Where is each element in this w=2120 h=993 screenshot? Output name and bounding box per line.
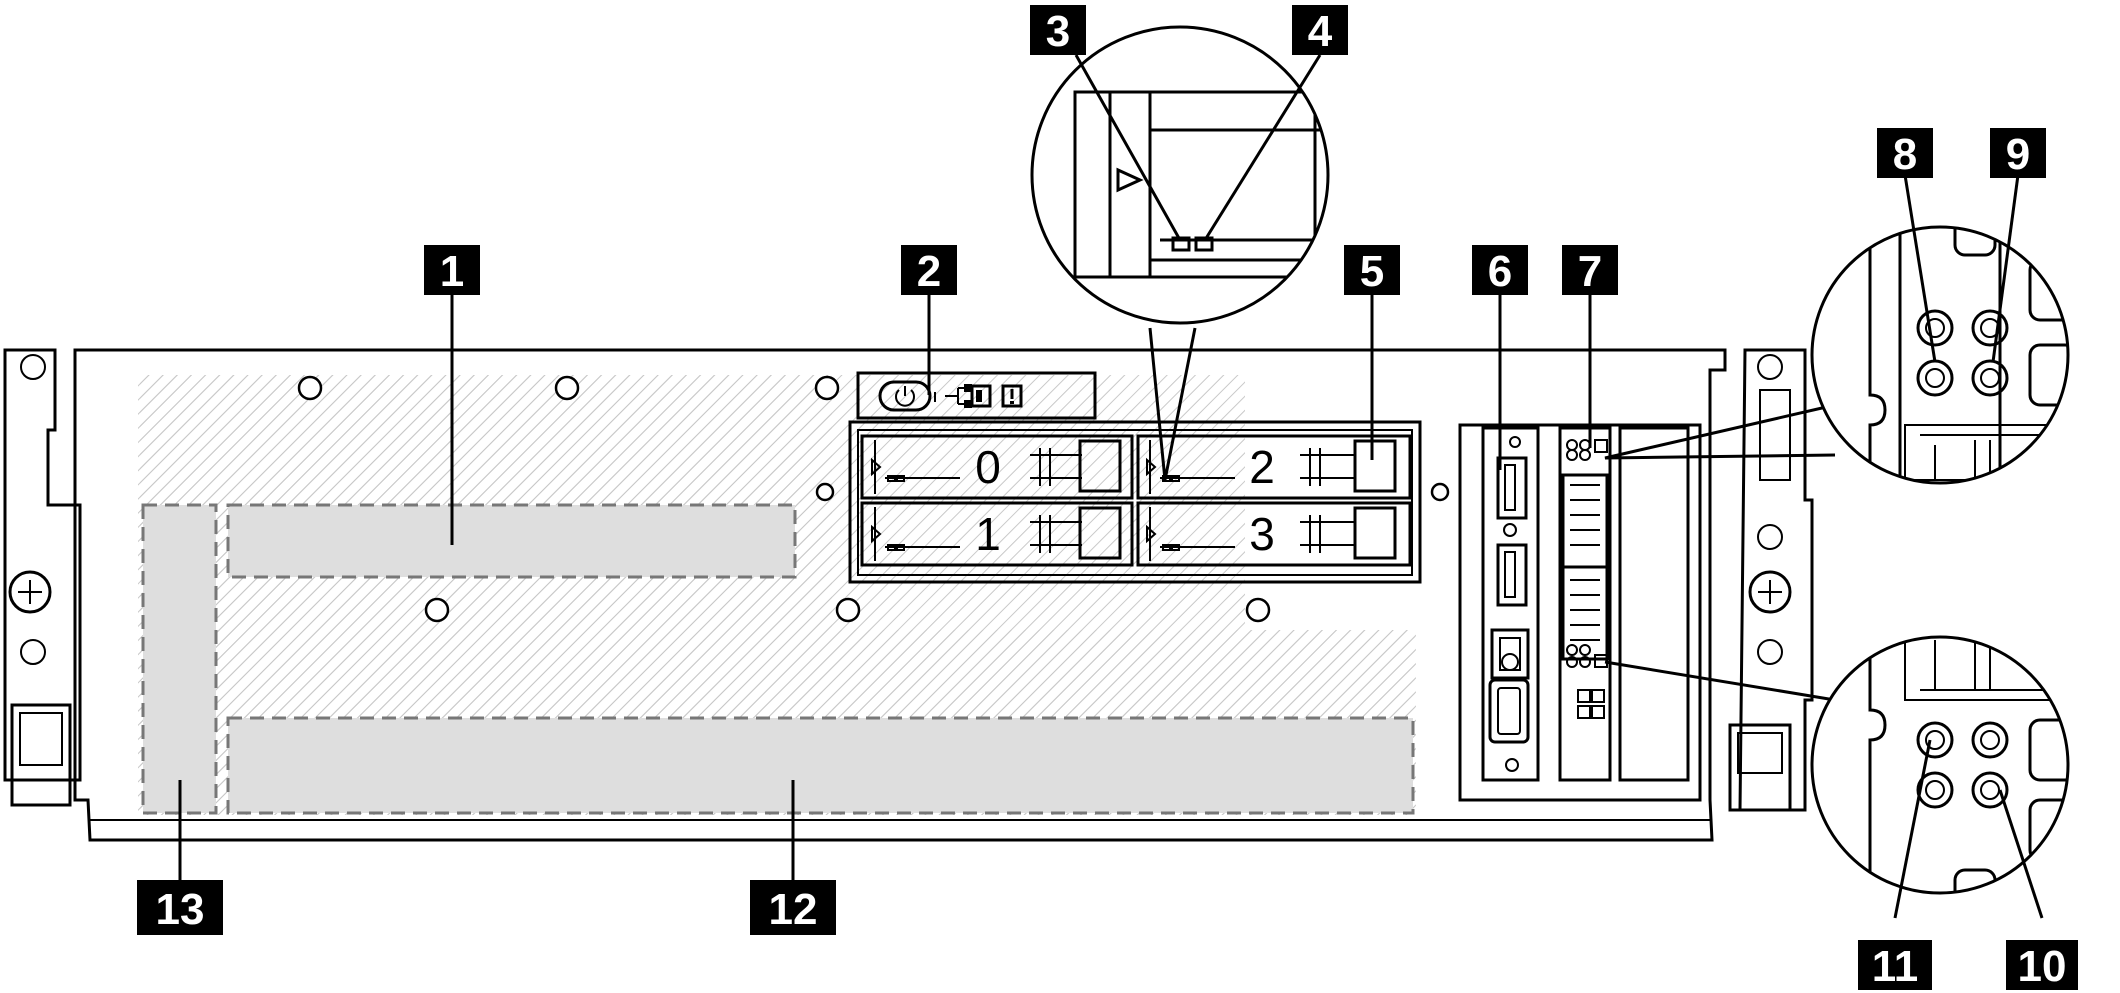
left-thumbscrew-icon[interactable] <box>8 570 52 614</box>
svg-text:2: 2 <box>917 247 941 296</box>
svg-text:8: 8 <box>1893 130 1917 179</box>
network-led <box>1916 721 1954 759</box>
usb-port-2[interactable] <box>1496 543 1528 607</box>
drive-release-latch[interactable] <box>1353 506 1397 560</box>
svg-text:13: 13 <box>156 885 205 934</box>
callout-10: 10 <box>2006 940 2078 991</box>
bay-2-label: 2 <box>1249 441 1275 493</box>
svg-text:9: 9 <box>2006 130 2030 179</box>
drive-status-led <box>1194 236 1214 252</box>
system-error-icon <box>1001 384 1023 408</box>
network-led <box>1971 359 2009 397</box>
svg-text:4: 4 <box>1308 7 1333 56</box>
system-id-icon <box>970 384 992 408</box>
lower-network-led-zoom-view <box>1604 635 2070 895</box>
drive-activity-led <box>1171 236 1191 252</box>
svg-text:3: 3 <box>1046 7 1070 56</box>
front-operator-panel <box>856 371 1097 420</box>
network-led <box>1916 771 1954 809</box>
callout-6: 6 <box>1472 245 1528 296</box>
drive-bay-1[interactable]: 1 <box>860 501 1134 567</box>
svg-text:1: 1 <box>440 247 464 296</box>
power-button-icon[interactable] <box>878 380 932 412</box>
drive-release-latch[interactable] <box>1078 506 1122 560</box>
drive-release-latch[interactable] <box>1078 439 1122 493</box>
callout-3: 3 <box>1030 5 1086 56</box>
drive-bay-0[interactable]: 0 <box>860 434 1134 500</box>
callout-2: 2 <box>901 245 957 296</box>
bay-1-label: 1 <box>975 508 1001 560</box>
area-13-left-bay-region <box>141 503 218 815</box>
svg-text:12: 12 <box>769 885 818 934</box>
callout-12: 12 <box>750 880 836 935</box>
usb-port-1[interactable] <box>1496 456 1528 520</box>
svg-text:6: 6 <box>1488 247 1512 296</box>
hatched-filler-area <box>138 375 1416 815</box>
callout-4: 4 <box>1292 5 1348 56</box>
drive-bay-2[interactable]: 2 <box>1136 434 1412 500</box>
callout-7: 7 <box>1562 245 1618 296</box>
area-12-lower-bay-region <box>226 716 1415 815</box>
svg-text:11: 11 <box>1872 942 1919 991</box>
drive-led-zoom-view <box>1030 25 1330 481</box>
right-thumbscrew-icon[interactable] <box>1748 570 1792 614</box>
network-activity-icon <box>945 384 972 408</box>
display-port[interactable] <box>1490 628 1530 680</box>
network-led <box>1971 309 2009 347</box>
svg-text:7: 7 <box>1578 247 1602 296</box>
svg-text:10: 10 <box>2018 942 2067 991</box>
callout-8: 8 <box>1877 128 1933 179</box>
drive-release-latch[interactable] <box>1353 439 1397 493</box>
callout-5: 5 <box>1344 245 1400 296</box>
upper-network-led-zoom-view <box>1604 225 2070 485</box>
svg-text:5: 5 <box>1360 247 1384 296</box>
area-1-rear-bay-region <box>226 503 797 579</box>
vga-connector[interactable] <box>1488 678 1530 744</box>
network-led <box>1916 309 1954 347</box>
mounting-holes <box>234 375 1450 623</box>
server-chassis <box>3 348 1814 842</box>
callout-1: 1 <box>424 245 480 296</box>
network-port-lower[interactable] <box>1561 565 1609 661</box>
drive-cage: 0 1 2 <box>848 420 1422 584</box>
bay-3-label: 3 <box>1249 508 1275 560</box>
drive-bay-3[interactable]: 3 <box>1136 501 1412 567</box>
callout-leader-lines <box>178 54 2044 919</box>
callout-13: 13 <box>137 880 223 935</box>
front-io-module <box>1458 423 1702 802</box>
bay-0-label: 0 <box>975 441 1001 493</box>
network-port-upper[interactable] <box>1561 473 1609 569</box>
callout-9: 9 <box>1990 128 2046 179</box>
network-led <box>1971 721 2009 759</box>
network-led <box>1971 771 2009 809</box>
callout-11: 11 <box>1858 940 1932 991</box>
